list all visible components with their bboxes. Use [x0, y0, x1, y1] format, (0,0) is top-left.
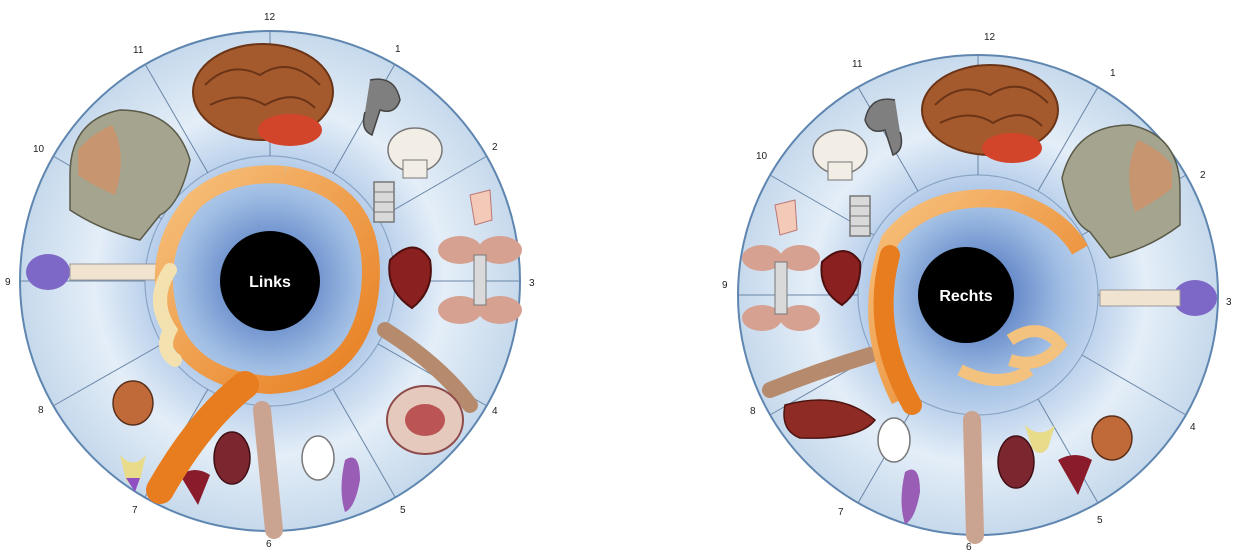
- clock-label: 10: [756, 151, 768, 162]
- clock-label: 9: [5, 277, 11, 288]
- center-label-left: Links: [249, 274, 291, 291]
- eye-illustration: [387, 386, 463, 454]
- testis-illustration: [302, 436, 334, 480]
- clock-label: 3: [529, 278, 535, 289]
- clock-label: 2: [492, 142, 498, 153]
- clock-label: 9: [722, 280, 728, 291]
- iris-chart-left: Links 12 1 2 3 4 5 6 7 8 9 10 11: [5, 12, 535, 550]
- clock-label: 6: [966, 542, 972, 552]
- clock-label: 11: [133, 45, 144, 56]
- clock-label: 1: [1110, 68, 1116, 79]
- clock-label: 2: [1200, 170, 1206, 181]
- clock-label: 6: [266, 539, 272, 550]
- leg-illustration: [972, 420, 975, 535]
- spine-illustration: [374, 182, 394, 222]
- clock-label: 1: [395, 44, 401, 55]
- clock-label: 10: [33, 144, 45, 155]
- clock-label: 8: [750, 406, 756, 417]
- iris-chart-right: Rechts 12 1 2 3 4 5 6 7 8 9 10 11: [722, 32, 1232, 552]
- clock-label: 4: [1190, 422, 1196, 433]
- clock-label: 3: [1226, 297, 1232, 308]
- clock-label: 7: [132, 505, 138, 516]
- clock-label: 5: [400, 505, 406, 516]
- spine-illustration: [850, 196, 870, 236]
- clock-label: 12: [264, 12, 276, 23]
- clock-label: 11: [852, 59, 863, 70]
- kidney-illustration: [214, 432, 250, 484]
- clock-label: 12: [984, 32, 996, 43]
- clock-label: 5: [1097, 515, 1103, 526]
- center-label-right: Rechts: [939, 288, 992, 305]
- kidney-illustration: [998, 436, 1034, 488]
- leg-illustration: [262, 410, 274, 530]
- clock-label: 4: [492, 406, 498, 417]
- clock-label: 8: [38, 405, 44, 416]
- testis-illustration: [878, 418, 910, 462]
- clock-label: 7: [838, 507, 844, 518]
